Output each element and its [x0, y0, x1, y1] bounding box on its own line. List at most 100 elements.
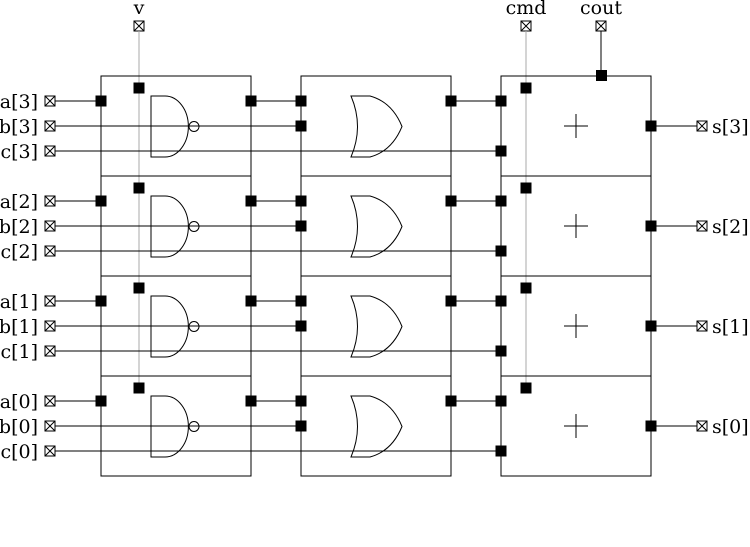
input-label-b: b[3] — [0, 116, 38, 138]
input-label-b: b[0] — [0, 416, 38, 438]
nand-gate-icon — [150, 195, 189, 258]
plus-icon — [564, 414, 588, 438]
port-a — [44, 195, 56, 207]
pin-adder-cmd — [520, 182, 532, 194]
pin-or-in-1 — [295, 395, 307, 407]
pin-or-in-2 — [295, 120, 307, 132]
nand-gate-icon — [150, 395, 189, 458]
input-label-a: a[3] — [0, 91, 38, 113]
port-c — [44, 445, 56, 457]
pin-adder-cmd — [520, 82, 532, 94]
port-a — [44, 295, 56, 307]
pin-nand-out — [245, 95, 257, 107]
pin-nand-in-v — [133, 282, 145, 294]
port-s — [696, 220, 708, 232]
or-gate-icon — [350, 395, 403, 458]
port-v — [133, 20, 145, 32]
pin-adder-out — [645, 220, 657, 232]
pin-or-out — [445, 395, 457, 407]
pin-nand-in-a — [95, 195, 107, 207]
input-label-a: a[2] — [0, 191, 38, 213]
pin-or-in-2 — [295, 420, 307, 432]
plus-icon — [564, 214, 588, 238]
pin-or-in-2 — [295, 320, 307, 332]
nand-bubble-icon — [188, 421, 200, 432]
label-cmd: cmd — [506, 0, 547, 19]
input-label-b: b[2] — [0, 216, 38, 238]
pin-adder-cmd — [520, 382, 532, 394]
pin-nand-in-a — [95, 395, 107, 407]
pin-adder-in — [495, 95, 507, 107]
port-s — [696, 320, 708, 332]
port-b — [44, 420, 56, 432]
pin-adder-c — [495, 245, 507, 257]
nand-bubble-icon — [188, 121, 200, 132]
input-label-c: c[1] — [0, 341, 38, 363]
nand-gate-icon — [150, 295, 189, 358]
pin-adder-in — [495, 295, 507, 307]
or-gate-icon — [350, 295, 403, 358]
pin-or-out — [445, 295, 457, 307]
row-dividers — [101, 175, 651, 377]
port-s — [696, 120, 708, 132]
port-a — [44, 395, 56, 407]
pin-nand-out — [245, 195, 257, 207]
bit-row: a[1] b[1] c[1] s[1] — [0, 282, 749, 363]
pin-or-in-1 — [295, 195, 307, 207]
port-cmd — [520, 20, 532, 32]
pin-nand-in-a — [95, 295, 107, 307]
pin-adder-out — [645, 120, 657, 132]
port-b — [44, 120, 56, 132]
pin-or-out — [445, 195, 457, 207]
port-c — [44, 345, 56, 357]
input-label-c: c[2] — [0, 241, 38, 263]
port-c — [44, 145, 56, 157]
bit-row: a[3] b[3] c[3] s[3] — [0, 82, 749, 163]
bit-row: a[0] b[0] c[0] s[0] — [0, 382, 749, 463]
pin-or-out — [445, 95, 457, 107]
input-label-a: a[0] — [0, 391, 38, 413]
pin-nand-in-v — [133, 382, 145, 394]
pin-or-in-1 — [295, 295, 307, 307]
pin-nand-in-v — [133, 182, 145, 194]
pin-cout — [596, 70, 607, 81]
nand-gate-icon — [150, 95, 189, 158]
pin-adder-c — [495, 345, 507, 357]
pin-adder-out — [645, 320, 657, 332]
port-s — [696, 420, 708, 432]
pin-adder-c — [495, 445, 507, 457]
plus-icon — [564, 114, 588, 138]
pin-adder-in — [495, 195, 507, 207]
input-label-a: a[1] — [0, 291, 38, 313]
port-a — [44, 95, 56, 107]
label-cout: cout — [580, 0, 622, 19]
or-gate-icon — [350, 195, 403, 258]
output-label-s: s[2] — [712, 216, 749, 238]
label-v: v — [133, 0, 145, 19]
port-b — [44, 320, 56, 332]
input-label-c: c[3] — [0, 141, 38, 163]
pin-adder-out — [645, 420, 657, 432]
pin-nand-in-v — [133, 82, 145, 94]
port-cout — [595, 20, 607, 32]
input-label-b: b[1] — [0, 316, 38, 338]
pin-nand-out — [245, 395, 257, 407]
port-b — [44, 220, 56, 232]
pin-adder-cmd — [520, 282, 532, 294]
pin-adder-in — [495, 395, 507, 407]
nand-bubble-icon — [188, 321, 200, 332]
output-label-s: s[1] — [712, 316, 749, 338]
pin-adder-c — [495, 145, 507, 157]
pin-or-in-1 — [295, 95, 307, 107]
output-label-s: s[0] — [712, 416, 749, 438]
plus-icon — [564, 314, 588, 338]
bit-row: a[2] b[2] c[2] s[2] — [0, 182, 749, 263]
port-c — [44, 245, 56, 257]
pin-nand-out — [245, 295, 257, 307]
nand-bubble-icon — [188, 221, 200, 232]
output-label-s: s[3] — [712, 116, 749, 138]
pin-or-in-2 — [295, 220, 307, 232]
or-gate-icon — [350, 95, 403, 158]
input-label-c: c[0] — [0, 441, 38, 463]
